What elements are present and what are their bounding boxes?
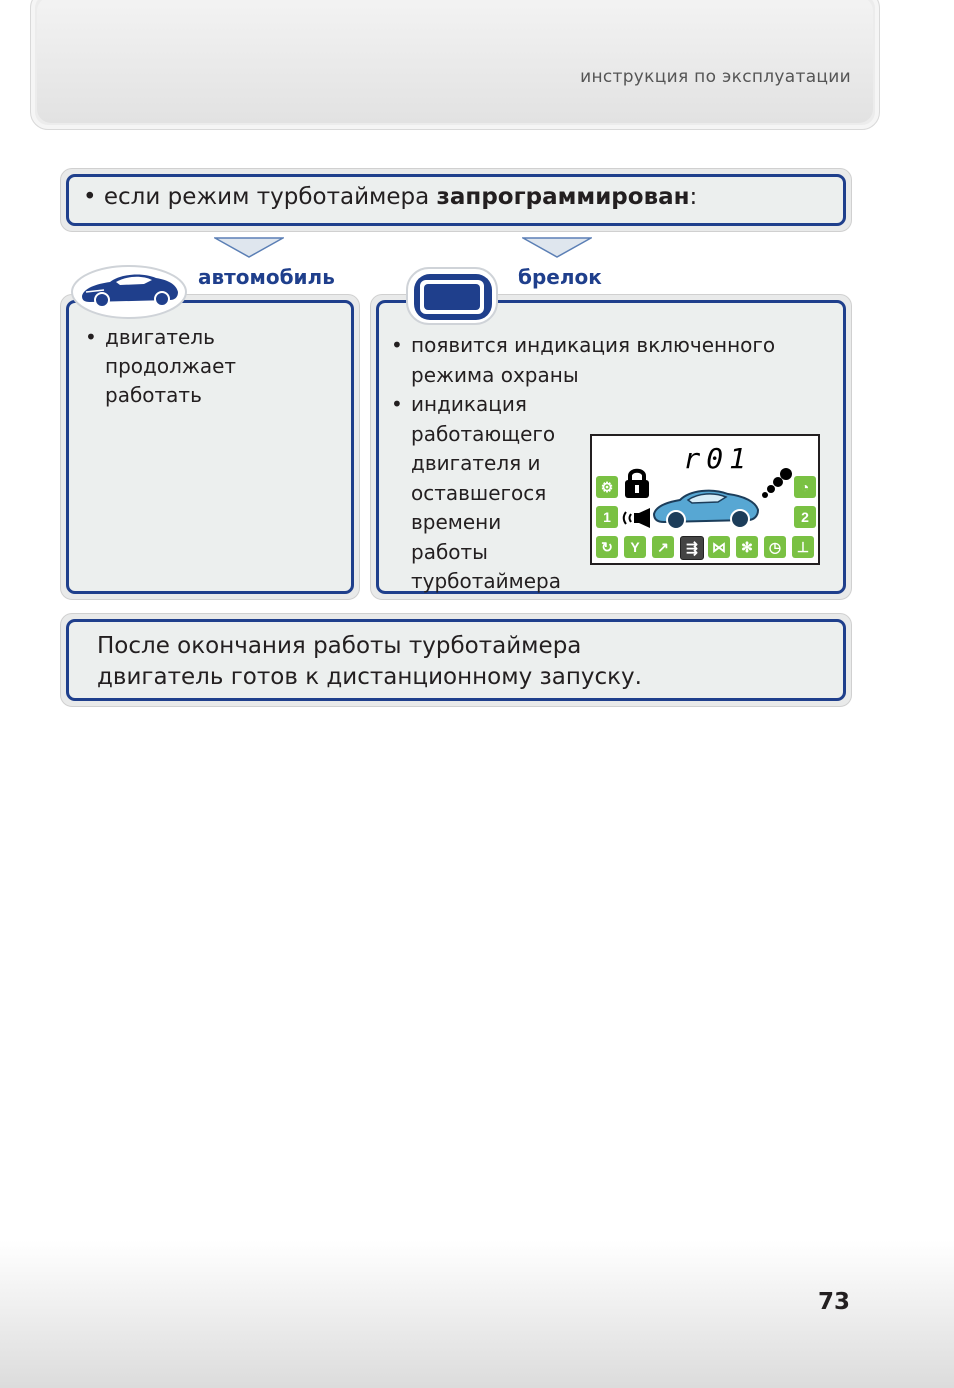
fan-icon: ✻ (736, 536, 758, 558)
refresh-icon: ↻ (596, 536, 618, 558)
condition-suffix: : (689, 184, 698, 210)
lcd-code: r01 (683, 442, 752, 475)
result-box-inner: После окончания работы турботаймера двиг… (66, 619, 846, 701)
list-item: индикация работающего двигателя и оставш… (389, 390, 569, 597)
thermometer-icon: ⊥ (792, 536, 814, 558)
channel-1-icon: 1 (596, 506, 618, 528)
fob-panel-title: брелок (518, 265, 602, 289)
car-icon (71, 265, 187, 319)
condition-bold: запрограммирован (436, 184, 690, 210)
lcd-car-icon (652, 489, 760, 530)
gauge-icon: ◔ (794, 476, 816, 498)
header-band: инструкция по эксплуатации (30, 0, 880, 130)
car-panel-title: автомобиль (198, 265, 335, 289)
remote-fob-icon (406, 267, 498, 325)
footer-band (0, 1240, 954, 1388)
lock-icon (625, 468, 649, 498)
fob-panel-item-2: индикация работающего двигателя и оставш… (411, 392, 561, 593)
list-item: двигатель продолжает работать (83, 323, 255, 410)
fob-panel-item-1: появится индикация включенного режима ох… (411, 333, 776, 387)
exhaust-smoke-icon (762, 468, 792, 498)
list-item: появится индикация включенного режима ох… (389, 331, 811, 390)
header-title: инструкция по эксплуатации (580, 67, 851, 87)
clock-icon: ◷ (764, 536, 786, 558)
arrow-down-icon (522, 237, 592, 258)
engine-icon: ⚙ (596, 476, 618, 498)
wrench-icon: Y (624, 536, 646, 558)
page-number: 73 (817, 1289, 850, 1315)
car-panel-item-1: двигатель продолжает работать (105, 325, 237, 407)
condition-box: • если режим турботаймера запрограммиров… (60, 168, 852, 232)
hairdryer-icon: ↗ (652, 536, 674, 558)
turbo-icon: ⇶ (680, 536, 704, 560)
car-panel-inner: двигатель продолжает работать (66, 300, 354, 594)
bowtie-icon: ⋈ (708, 536, 730, 558)
condition-bullet: • (83, 184, 97, 210)
car-panel-bullets: двигатель продолжает работать (83, 323, 255, 410)
condition-plain: если режим турботаймера (103, 184, 437, 210)
result-box: После окончания работы турботаймера двиг… (60, 613, 852, 707)
header-inner (37, 0, 873, 123)
result-line-2: двигатель готов к дистанционному запуску… (97, 664, 642, 690)
siren-icon (622, 508, 650, 528)
condition-box-inner: • если режим турботаймера запрограммиров… (66, 174, 846, 226)
fob-panel-bullets: появится индикация включенного режима ох… (389, 331, 811, 597)
result-text: После окончания работы турботаймера двиг… (97, 631, 642, 693)
channel-2-icon: 2 (794, 506, 816, 528)
result-line-1: После окончания работы турботаймера (97, 633, 582, 659)
arrow-down-icon (214, 237, 284, 258)
lcd-display: r01 ⚙ 1 ◔ 2 ↻ Y ↗ ⇶ ⋈ ✻ ◷ ⊥ (590, 434, 820, 565)
car-panel: двигатель продолжает работать (60, 294, 360, 600)
condition-text: • если режим турботаймера запрограммиров… (83, 184, 697, 210)
